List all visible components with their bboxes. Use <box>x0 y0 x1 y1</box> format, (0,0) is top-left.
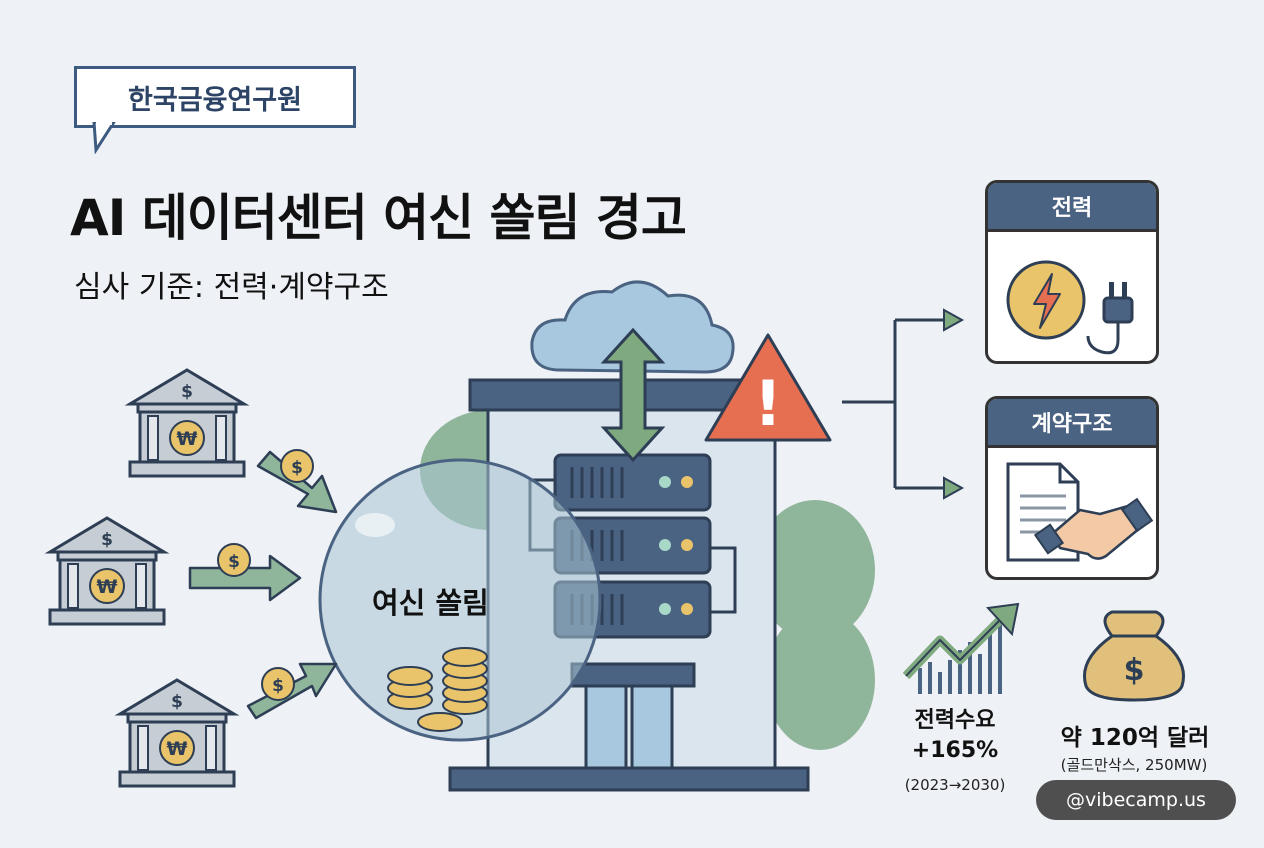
bank-icon: ₩ $ <box>114 678 240 788</box>
watermark-badge: @vibecamp.us <box>1036 780 1236 820</box>
cloud-icon <box>530 280 735 374</box>
power-demand-stat: 전력수요 +165% <box>880 706 1030 766</box>
bubble-label: 여신 쏠림 <box>372 586 489 620</box>
branch-connector <box>842 308 965 500</box>
growth-chart-icon <box>902 602 1020 694</box>
source-tag-label: 한국금융연구원 <box>128 84 302 116</box>
speech-tail-icon <box>92 122 116 154</box>
bank-icon: ₩ $ <box>124 368 250 478</box>
investment-stat: 약 120억 달러 <box>1060 725 1210 751</box>
money-flow-arrow: $ <box>256 449 338 514</box>
watermark-text: @vibecamp.us <box>1066 789 1206 811</box>
dollar-symbol: $ <box>228 552 240 572</box>
dollar-symbol: $ <box>272 676 284 696</box>
coin-stack-icon <box>387 647 488 732</box>
won-symbol: ₩ <box>97 576 118 598</box>
bank-icon: ₩ $ <box>44 516 170 626</box>
handshake-contract-icon <box>1006 462 1154 562</box>
server-rack <box>553 453 712 512</box>
criteria-card-contract: 계약구조 <box>985 396 1159 580</box>
power-plug-icon <box>1006 260 1134 355</box>
warning-symbol: ! <box>754 367 782 440</box>
page-title: AI 데이터센터 여신 쏠림 경고 <box>70 189 687 247</box>
investment-source: (골드만삭스, 250MW) <box>1060 756 1208 774</box>
loan-bubble <box>318 458 602 742</box>
power-demand-label: 전력수요 <box>914 708 996 733</box>
page-subtitle: 심사 기준: 전력·계약구조 <box>74 270 389 305</box>
card-title: 전력 <box>988 183 1156 232</box>
bidirectional-arrow-icon <box>600 327 666 463</box>
money-bag-icon: $ <box>1083 610 1185 702</box>
dollar-symbol: $ <box>1124 653 1145 688</box>
money-flow-arrow: $ <box>188 543 302 602</box>
dollar-symbol: $ <box>291 458 303 478</box>
dollar-symbol: $ <box>181 382 193 402</box>
money-flow-arrow: $ <box>246 662 338 720</box>
dollar-symbol: $ <box>171 692 183 712</box>
criteria-card-power: 전력 <box>985 180 1159 364</box>
card-title: 계약구조 <box>988 399 1156 448</box>
won-symbol: ₩ <box>167 738 188 760</box>
dollar-symbol: $ <box>101 530 113 550</box>
source-tag: 한국금융연구원 <box>74 66 356 128</box>
power-demand-period: (2023→2030) <box>904 776 1006 794</box>
power-demand-value: +165% <box>911 738 999 763</box>
bush-right <box>755 500 875 750</box>
won-symbol: ₩ <box>177 428 198 450</box>
warning-icon: ! <box>704 333 832 442</box>
